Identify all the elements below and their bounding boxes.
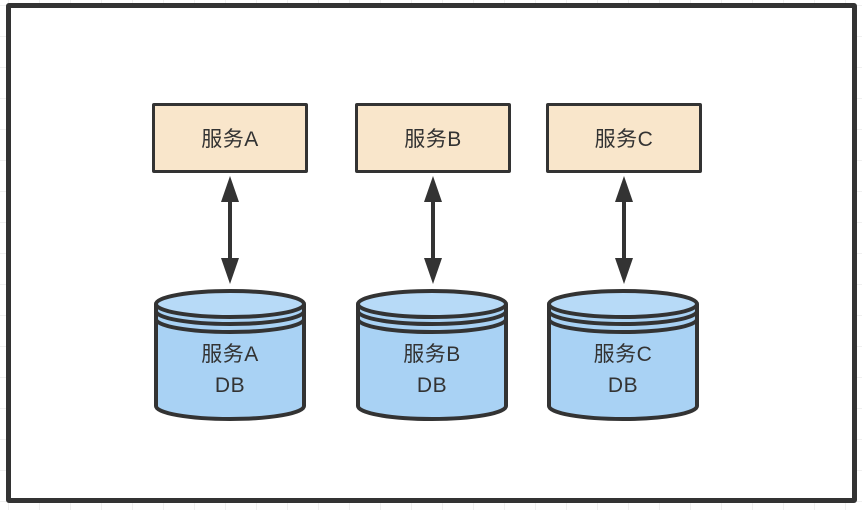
service-box-a[interactable]: 服务A: [152, 103, 308, 173]
service-label-a: 服务A: [201, 128, 259, 151]
db-cylinder-a[interactable]: 服务A DB: [152, 287, 308, 425]
db-label-b: 服务B DB: [354, 339, 510, 401]
db-label-c: 服务C DB: [545, 339, 701, 401]
database-icon: [154, 289, 306, 421]
db-label-a: 服务A DB: [152, 339, 308, 401]
database-icon: [356, 289, 508, 421]
db-cylinder-b[interactable]: 服务B DB: [354, 287, 510, 425]
service-label-c: 服务C: [594, 128, 654, 151]
db-label-c-line2: DB: [607, 374, 639, 397]
db-label-b-line2: DB: [416, 374, 448, 397]
db-label-c-line1: 服务C: [593, 343, 653, 366]
database-icon: [547, 289, 699, 421]
service-label-b: 服务B: [404, 128, 462, 151]
double-arrow-icon-c[interactable]: [612, 174, 636, 286]
double-arrow-icon-a[interactable]: [218, 174, 242, 286]
db-label-a-line2: DB: [214, 374, 246, 397]
db-cylinder-c[interactable]: 服务C DB: [545, 287, 701, 425]
service-box-c[interactable]: 服务C: [546, 103, 702, 173]
service-box-b[interactable]: 服务B: [355, 103, 511, 173]
db-label-a-line1: 服务A: [201, 343, 259, 366]
double-arrow-icon-b[interactable]: [421, 174, 445, 286]
db-label-b-line1: 服务B: [403, 343, 461, 366]
